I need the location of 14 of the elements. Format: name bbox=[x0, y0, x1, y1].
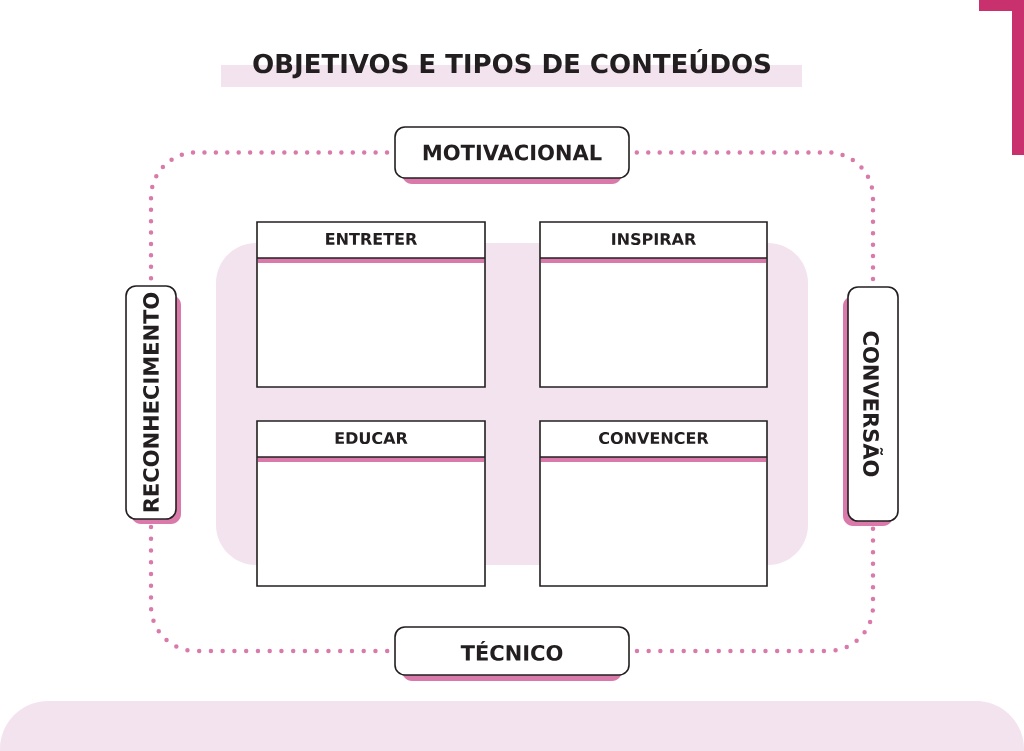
titled-box: CONVENCER bbox=[539, 420, 768, 587]
dotted-connector bbox=[634, 526, 876, 654]
band bbox=[0, 701, 1024, 751]
titled-box: EDUCAR bbox=[256, 420, 486, 587]
rounded-label-box: RECONHECIMENTO bbox=[125, 285, 181, 524]
rounded-label-box: MOTIVACIONAL bbox=[394, 126, 630, 184]
rounded-label-box: TÉCNICO bbox=[394, 626, 630, 681]
titled-box: ENTRETER bbox=[256, 221, 486, 388]
dotted-connector bbox=[634, 150, 876, 282]
dotted-connector bbox=[148, 524, 390, 654]
title: OBJETIVOS E TIPOS DE CONTEÚDOS bbox=[221, 48, 802, 87]
dotted-connector bbox=[148, 150, 390, 281]
titled-box: INSPIRAR bbox=[539, 221, 768, 388]
rounded-label-box: CONVERSÃO bbox=[843, 286, 899, 526]
